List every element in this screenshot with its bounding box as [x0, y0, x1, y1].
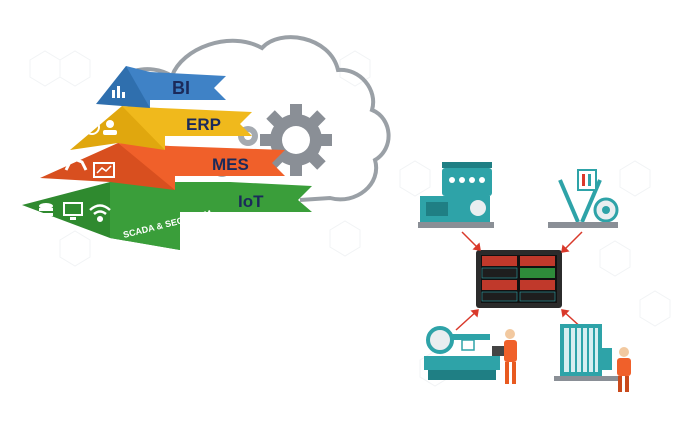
- machine-bottom-left: [424, 326, 506, 380]
- dashboard-monitor: [476, 250, 562, 308]
- robot-arm-icon: [64, 156, 88, 171]
- desktop-icon: [63, 202, 83, 220]
- level-label-bi: BI: [172, 78, 190, 98]
- level-label-iot: IoT: [238, 192, 264, 211]
- operator-person-left: [504, 329, 517, 384]
- hex-background-right: [399, 160, 631, 277]
- bar-chart-icon: [112, 86, 125, 98]
- machine-bottom-right: [554, 324, 620, 381]
- gear-icon: [260, 104, 332, 176]
- machine-top-left: [418, 162, 494, 228]
- monitor-chart-icon: [93, 162, 115, 178]
- coin-user-icon: [84, 119, 117, 135]
- wifi-icon: [89, 204, 111, 223]
- level-label-erp: ERP: [186, 115, 221, 134]
- database-icon: [39, 203, 53, 216]
- machine-top-right: [548, 169, 619, 228]
- level-label-mes: MES: [212, 155, 249, 174]
- operator-person-right: [617, 347, 631, 392]
